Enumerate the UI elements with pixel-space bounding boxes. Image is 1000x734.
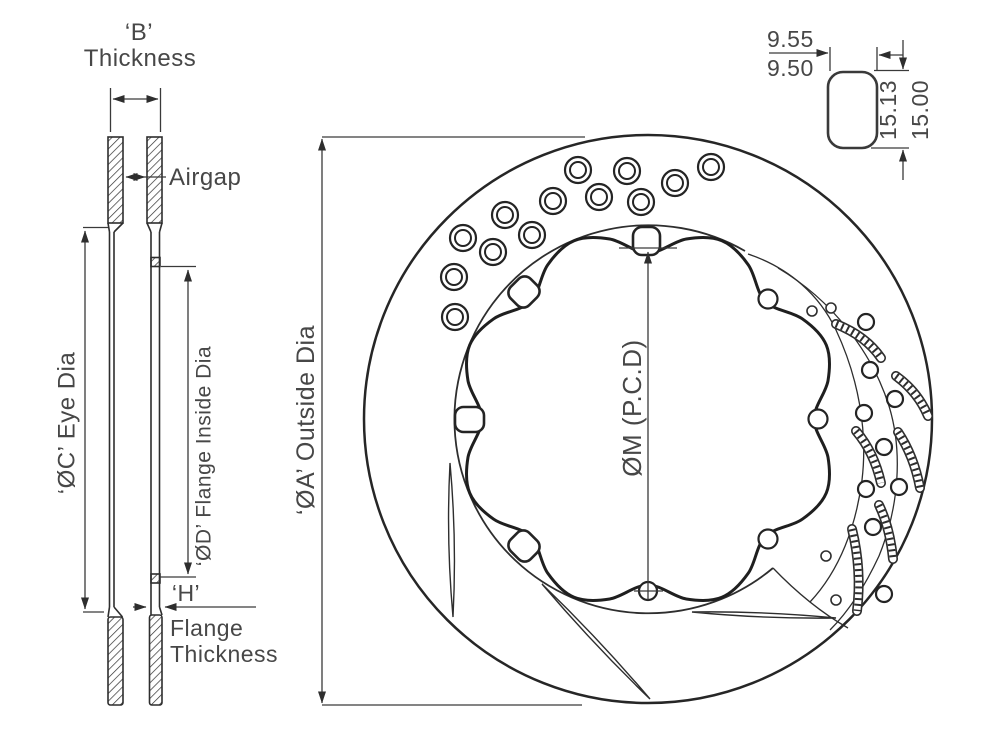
detail-slot-shape: [826, 70, 879, 150]
pattern-notch: [825, 302, 837, 314]
section-flange-cut-top: [150, 256, 161, 268]
pattern-notch: [820, 550, 832, 562]
section-top-right-plate: [146, 136, 163, 224]
detail-height-min: 15.00: [907, 80, 933, 140]
outside-dia-label: ‘ØA’ Outside Dia: [292, 325, 320, 515]
detail-width-max: 9.55: [767, 26, 814, 52]
drill-hole-inner: [496, 206, 514, 224]
drill-hole-inner: [632, 193, 650, 211]
detail-height-dimension: 15.13 15.00: [871, 40, 933, 180]
pattern-notch: [806, 305, 818, 317]
slot-band-hatch: [834, 320, 884, 360]
drill-hole-inner: [569, 161, 587, 179]
pattern-edge-notches: [806, 302, 842, 606]
drilled-holes-pattern: [439, 152, 726, 332]
section-hat-walls: [107, 232, 163, 618]
b-thickness-letter: ‘B’: [125, 19, 153, 46]
section-top-chamfers: [107, 222, 163, 233]
mount-slot-upper-left: [507, 275, 541, 309]
pattern-notch: [830, 594, 842, 606]
pattern-bottom-curve: [772, 567, 849, 629]
drill-hole-inner: [454, 229, 472, 247]
h-letter: ‘H’: [172, 580, 200, 606]
slot-band-hatch: [848, 528, 863, 612]
cross-section-view: ‘B’ Thickness Airgap ‘ØC’ Eye Dia ‘ØD’ F…: [54, 19, 278, 706]
slot-band-hatch: [893, 373, 932, 418]
rotor-inner-circle: [453, 224, 774, 615]
flange-thickness-word: Thickness: [170, 641, 278, 667]
mount-hole-lower-right: [757, 528, 779, 550]
detail-height-max: 15.13: [875, 80, 901, 140]
pattern-hole: [874, 437, 894, 457]
drill-hole-inner: [666, 174, 684, 192]
eye-dia-dimension: ‘ØC’ Eye Dia: [54, 226, 108, 613]
front-view: ØM (P.C.D) ‘ØA’ Outside Dia: [292, 133, 934, 706]
drill-hole-inner: [702, 158, 720, 176]
drill-hole-inner: [618, 162, 636, 180]
pattern-hole: [874, 584, 894, 604]
pattern-hole: [856, 312, 876, 332]
airgap-label: Airgap: [169, 164, 241, 191]
b-thickness-dimension: ‘B’ Thickness: [84, 19, 197, 132]
slot-band-hatch: [853, 428, 885, 484]
drill-hole-inner: [445, 268, 463, 286]
mount-slot-lower-left: [507, 529, 541, 563]
mounting-holes: [757, 288, 829, 550]
section-bottom-right-plate: [148, 614, 163, 706]
flange-thickness-dimension: ‘H’ Flange Thickness: [133, 580, 278, 667]
slot-band-fill: [875, 501, 897, 563]
b-thickness-word: Thickness: [84, 45, 197, 72]
pattern-hole: [856, 479, 876, 499]
face-slots: [447, 462, 837, 700]
face-slot-horizontal: [691, 611, 837, 619]
mount-hole-right: [807, 408, 829, 430]
mounting-slots: [453, 225, 662, 563]
face-slot-left: [447, 462, 456, 618]
drill-hole-inner: [590, 188, 608, 206]
slot-detail-view: 9.55 9.50 15.13 15.00: [767, 26, 933, 180]
flange-inside-dia-label: ‘ØD’ Flange Inside Dia: [193, 346, 216, 566]
section-flange-cut-bottom: [150, 573, 161, 584]
slot-pattern-region: [747, 253, 933, 631]
pattern-hole: [885, 389, 905, 409]
slot-band-hatch: [895, 430, 924, 489]
pattern-hole: [889, 477, 909, 497]
face-slot-diagonal: [541, 583, 651, 700]
drill-hole-inner: [446, 308, 464, 326]
detail-width-dimension: 9.55 9.50: [767, 26, 903, 81]
eye-dia-label: ‘ØC’ Eye Dia: [54, 352, 81, 495]
drill-hole-inner: [484, 243, 502, 261]
pattern-hole: [860, 360, 880, 380]
pattern-hole: [863, 517, 883, 537]
mount-hole-upper-right: [757, 288, 779, 310]
mount-slot-top: [631, 225, 662, 257]
pcd-label: ØM (P.C.D): [617, 339, 647, 476]
flange-word: Flange: [170, 615, 243, 641]
hatched-slot-bands: [831, 319, 933, 616]
pattern-hole: [854, 403, 874, 423]
detail-width-min: 9.50: [767, 55, 814, 81]
mount-slot-left: [453, 405, 486, 434]
section-top-left-plate: [107, 136, 124, 224]
drill-hole-inner: [544, 192, 562, 210]
outside-dia-dimension: ‘ØA’ Outside Dia: [292, 136, 585, 706]
drill-hole-inner: [523, 226, 541, 244]
section-bottom-left-plate: [107, 616, 124, 706]
pattern-drill-holes: [854, 312, 909, 604]
airgap-dimension: Airgap: [125, 164, 241, 191]
pcd-dimension: ØM (P.C.D): [617, 247, 677, 602]
flange-inside-dia-dimension: ‘ØD’ Flange Inside Dia: [160, 265, 216, 578]
